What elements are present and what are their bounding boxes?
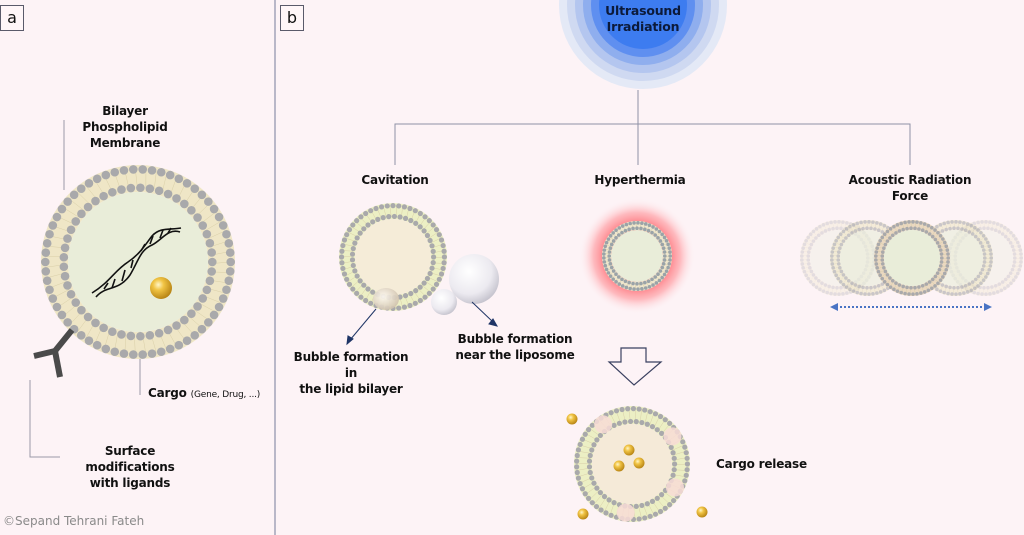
down-arrow-icon	[607, 347, 663, 386]
cargo-label-title: Cargo	[148, 386, 187, 400]
bubble-near-line2: near the liposome	[455, 348, 575, 362]
ligand-label-line1: Surface modifications	[85, 444, 175, 474]
liposome-cavitation	[339, 203, 447, 311]
branch-title-acoustic-radiation-force: Acoustic Radiation Force	[848, 173, 972, 203]
cavitation-arrows	[346, 301, 499, 346]
dna-helix-icon	[91, 227, 182, 298]
panel-label-a: a	[0, 5, 24, 31]
liposome-hyperthermia	[602, 221, 672, 291]
bubble-near-line1: Bubble formation	[457, 332, 573, 346]
cargo-label: Cargo (Gene, Drug, ...)	[148, 385, 260, 403]
released-cargo-particles	[566, 413, 708, 520]
branch-title-hyperthermia: Hyperthermia	[594, 173, 686, 187]
cargo-label-sub: (Gene, Drug, ...)	[190, 390, 261, 400]
ligand-label-line2: with ligands	[89, 476, 171, 490]
liposome-cargo-release	[574, 406, 691, 522]
ligand-label: Surface modifications with ligands	[62, 443, 198, 491]
external-bubble-small-icon	[431, 289, 457, 315]
membrane-label: Bilayer Phospholipid Membrane	[60, 103, 190, 151]
cargo-release-label: Cargo release	[716, 457, 807, 471]
liposome-large	[41, 165, 235, 359]
bubble-near-label: Bubble formation near the liposome	[450, 331, 580, 363]
bubble-bilayer-label: Bubble formation in the lipid bilayer	[286, 349, 416, 397]
bubble-bilayer-line2: the lipid bilayer	[299, 382, 403, 396]
panel-label-b: b	[280, 5, 304, 31]
bubble-bilayer-line1: Bubble formation in	[293, 350, 409, 380]
membrane-label-line2: Membrane	[89, 136, 161, 150]
panel-divider	[274, 0, 276, 535]
ligand-connector	[29, 380, 60, 458]
ultrasound-label-line1: Ultrasound	[605, 3, 681, 18]
copyright-notice: ©Sepand Tehrani Fateh	[3, 514, 145, 528]
bidirectional-arrow-icon	[830, 303, 992, 311]
liposome-oscillation-group	[800, 220, 1023, 296]
branch-title-cavitation: Cavitation	[361, 173, 429, 187]
bilayer-bubble-icon	[373, 288, 399, 310]
ultrasound-source-icon	[559, 0, 727, 89]
branch-connectors	[394, 90, 911, 165]
external-bubble-large-icon	[449, 254, 499, 304]
cargo-particle-icon	[150, 277, 172, 299]
membrane-label-line1: Bilayer Phospholipid	[82, 104, 168, 134]
ultrasound-label-line2: Irradiation	[606, 19, 680, 34]
antibody-ligand-icon	[33, 328, 75, 378]
ultrasound-label: Ultrasound Irradiation	[593, 3, 693, 35]
